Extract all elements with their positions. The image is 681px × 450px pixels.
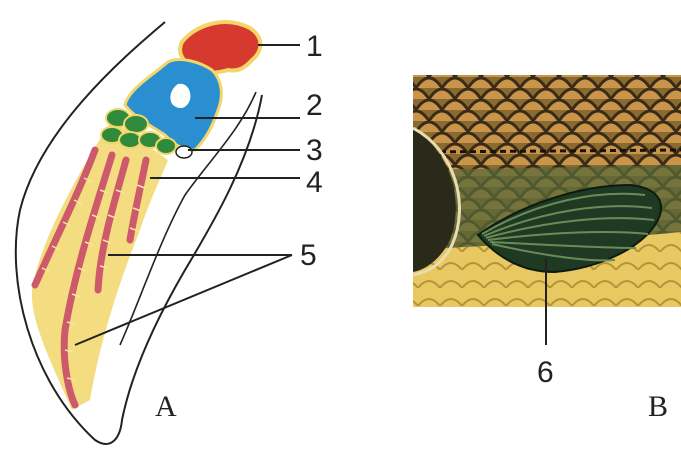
label-4: 4 bbox=[306, 166, 323, 199]
panel-a-skeleton: 1 2 3 4 5 A bbox=[16, 22, 323, 444]
label-3: 3 bbox=[306, 134, 323, 167]
label-1: 1 bbox=[306, 30, 323, 63]
label-6: 6 bbox=[537, 356, 554, 389]
panel-b-fish: 6 B bbox=[413, 75, 681, 423]
panel-label-a: A bbox=[155, 390, 177, 423]
label-2: 2 bbox=[306, 89, 323, 122]
panel-label-b: B bbox=[648, 390, 668, 423]
label-5: 5 bbox=[300, 239, 317, 272]
